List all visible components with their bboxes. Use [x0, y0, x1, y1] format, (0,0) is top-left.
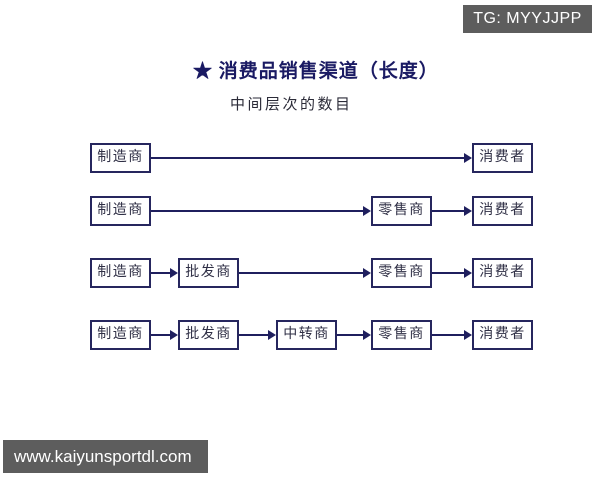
flow-node-consumer: 消费者	[472, 320, 533, 350]
tg-badge-label: TG: MYYJJPP	[473, 10, 582, 27]
flow-arrow-line	[239, 334, 269, 336]
site-watermark-label: www.kaiyunsportdl.com	[14, 446, 192, 466]
flow-arrowhead-icon	[464, 330, 472, 340]
flow-arrow-line	[432, 334, 465, 336]
flow-arrow-line	[151, 157, 465, 159]
flow-arrowhead-icon	[464, 206, 472, 216]
flow-node-manufacturer: 制造商	[90, 143, 151, 173]
flow-node-wholesaler: 批发商	[178, 258, 239, 288]
flow-arrow-line	[151, 210, 364, 212]
flow-node-consumer: 消费者	[472, 196, 533, 226]
flow-node-consumer: 消费者	[472, 258, 533, 288]
page-subtitle: 中间层次的数目	[230, 97, 353, 113]
flow-node-retailer: 零售商	[371, 320, 432, 350]
flow-arrowhead-icon	[170, 268, 178, 278]
flow-node-retailer: 零售商	[371, 258, 432, 288]
flow-node-manufacturer: 制造商	[90, 196, 151, 226]
flow-arrowhead-icon	[363, 268, 371, 278]
tg-watermark-badge: TG: MYYJJPP	[463, 5, 592, 33]
flow-arrow-line	[239, 272, 364, 274]
page-title: ★ 消费品销售渠道（长度）	[193, 61, 439, 82]
flow-node-manufacturer: 制造商	[90, 320, 151, 350]
flow-arrow-line	[337, 334, 364, 336]
site-watermark-bar: www.kaiyunsportdl.com	[3, 440, 208, 473]
flow-node-consumer: 消费者	[472, 143, 533, 173]
flow-arrowhead-icon	[464, 153, 472, 163]
flow-arrowhead-icon	[170, 330, 178, 340]
flow-arrowhead-icon	[363, 330, 371, 340]
flow-arrow-line	[151, 272, 171, 274]
flow-arrow-line	[432, 272, 465, 274]
flow-node-manufacturer: 制造商	[90, 258, 151, 288]
flow-node-wholesaler: 批发商	[178, 320, 239, 350]
flow-arrow-line	[151, 334, 171, 336]
flow-node-retailer: 零售商	[371, 196, 432, 226]
flow-node-jobber: 中转商	[276, 320, 337, 350]
flow-arrowhead-icon	[268, 330, 276, 340]
flow-arrowhead-icon	[363, 206, 371, 216]
flow-arrowhead-icon	[464, 268, 472, 278]
flow-arrow-line	[432, 210, 465, 212]
